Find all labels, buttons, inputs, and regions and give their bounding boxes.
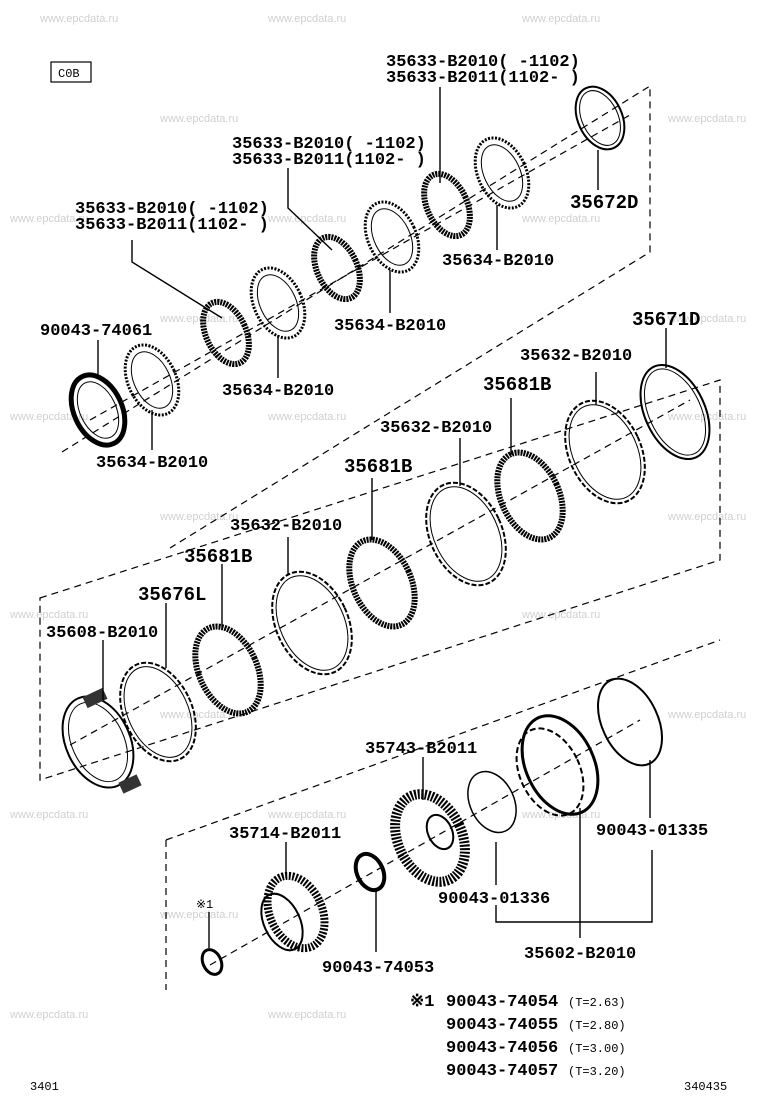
part-label: 35681B	[483, 374, 551, 396]
watermark: www.epcdata.ru	[267, 213, 346, 225]
watermark: www.epcdata.ru	[159, 113, 238, 125]
part-label: 35743-B2011	[365, 740, 477, 759]
footer-left-code: 3401	[30, 1080, 59, 1094]
part-label: 35672D	[570, 192, 638, 214]
part-label: 35681B	[184, 546, 252, 568]
watermark: www.epcdata.ru	[267, 1009, 346, 1021]
part-label: 35714-B2011	[229, 825, 341, 844]
watermark: www.epcdata.ru	[39, 13, 118, 25]
watermark: www.epcdata.ru	[159, 909, 238, 921]
middle-frame-line	[39, 379, 721, 781]
part-label: 35632-B2010	[230, 517, 342, 536]
part-label: 90043-74053	[322, 959, 434, 978]
axis-lower	[209, 719, 641, 966]
part-label: 35633-B2010( -1102)	[232, 135, 426, 154]
axis-middle	[69, 399, 691, 746]
upper-frame-line	[61, 84, 651, 549]
part-label: ※1	[196, 898, 213, 912]
watermark: www.epcdata.ru	[521, 213, 600, 225]
footer-right-code: 340435	[684, 1080, 727, 1094]
upper-rings	[68, 85, 626, 448]
note-thickness: (T=2.63)	[568, 996, 626, 1010]
part-label: 35633-B2010( -1102)	[75, 200, 269, 219]
part-labels: 35633-B2010( -1102) 35633-B2011(1102- ) …	[40, 53, 708, 978]
middle-rings	[61, 363, 711, 794]
lower-frame-line	[165, 639, 721, 990]
watermark: www.epcdata.ru	[667, 709, 746, 721]
note-thickness: (T=2.80)	[568, 1019, 626, 1033]
part-label: 35634-B2010	[442, 252, 554, 271]
watermark: www.epcdata.ru	[9, 411, 88, 423]
note-part-number: 90043-74057	[446, 1062, 558, 1081]
note-thickness: (T=3.20)	[568, 1065, 626, 1079]
watermark: www.epcdata.ru	[9, 809, 88, 821]
part-label: 35634-B2010	[222, 382, 334, 401]
part-label: 35671D	[632, 309, 700, 331]
watermark: www.epcdata.ru	[267, 13, 346, 25]
watermark: www.epcdata.ru	[667, 313, 746, 325]
watermark: www.epcdata.ru	[9, 1009, 88, 1021]
part-label: 90043-74061	[40, 322, 152, 341]
part-label: 35681B	[344, 456, 412, 478]
part-label: 35633-B2011(1102- )	[232, 151, 426, 170]
watermark: www.epcdata.ru	[9, 609, 88, 621]
part-label: 35633-B2010( -1102)	[386, 53, 580, 72]
watermark: www.epcdata.ru	[159, 511, 238, 523]
note-thickness: (T=3.00)	[568, 1042, 626, 1056]
part-label: 90043-01335	[596, 822, 708, 841]
part-label: 35608-B2010	[46, 624, 158, 643]
note-part-number: 90043-74055	[446, 1016, 558, 1035]
part-label: 35634-B2010	[96, 454, 208, 473]
watermark: www.epcdata.ru	[159, 709, 238, 721]
part-label: 35632-B2010	[520, 347, 632, 366]
thickness-note: ※1 90043-74054 (T=2.63) 90043-74055 (T=2…	[410, 993, 626, 1081]
watermark: www.epcdata.ru	[267, 411, 346, 423]
part-label: 35632-B2010	[380, 419, 492, 438]
note-mark: ※1	[410, 993, 434, 1012]
watermark: www.epcdata.ru	[267, 809, 346, 821]
leader-lines	[97, 87, 667, 952]
code-box: C0B	[50, 61, 92, 83]
part-label: 90043-01336	[438, 890, 550, 909]
part-label: 35634-B2010	[334, 317, 446, 336]
watermark: www.epcdata.ru	[521, 609, 600, 621]
part-label: 35633-B2011(1102- )	[386, 69, 580, 88]
part-label: 35633-B2011(1102- )	[75, 216, 269, 235]
watermark: www.epcdata.ru	[159, 313, 238, 325]
watermark: www.epcdata.ru	[667, 511, 746, 523]
note-part-number: 90043-74054	[446, 993, 558, 1012]
watermark: www.epcdata.ru	[667, 113, 746, 125]
note-part-number: 90043-74056	[446, 1039, 558, 1058]
code-box-label: C0B	[58, 67, 80, 81]
watermarks: www.epcdata.ru www.epcdata.ru www.epcdat…	[9, 13, 746, 1021]
part-label: 35602-B2010	[524, 945, 636, 964]
watermark: www.epcdata.ru	[9, 213, 88, 225]
part-label: 35676L	[138, 584, 206, 606]
watermark: www.epcdata.ru	[521, 13, 600, 25]
axis-upper	[89, 114, 631, 421]
watermark: www.epcdata.ru	[667, 411, 746, 423]
